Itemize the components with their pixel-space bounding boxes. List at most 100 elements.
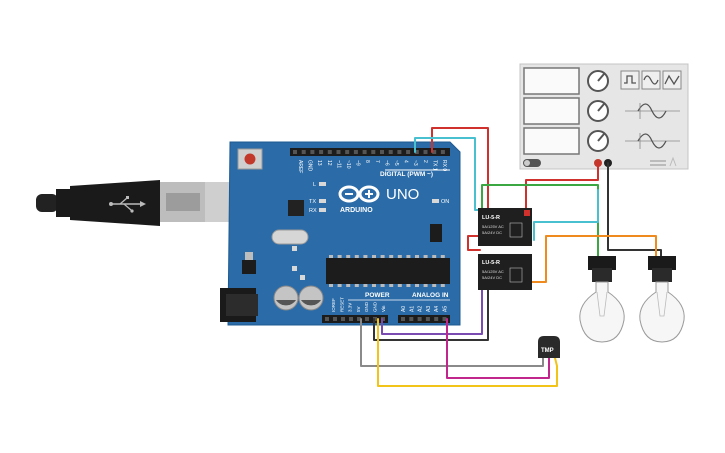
pin-hole[interactable] <box>310 150 315 154</box>
digital-pin-label: ~10 <box>345 160 351 169</box>
pin-hole[interactable] <box>362 150 367 154</box>
digital-pin-label: AREF <box>297 160 303 173</box>
sensor-label: TMP <box>541 348 554 354</box>
triangle-wave-button[interactable] <box>662 70 682 90</box>
wire-cyan-relay[interactable] <box>533 189 599 241</box>
pin-hole[interactable] <box>327 150 332 154</box>
pin-hole[interactable] <box>414 150 419 154</box>
digital-pin-holes <box>293 150 445 154</box>
crystal <box>271 229 309 245</box>
pin-hole[interactable] <box>380 150 384 154</box>
analog-pin-label: A0 <box>401 306 407 312</box>
pin-hole[interactable] <box>293 150 297 154</box>
pin-hole[interactable] <box>417 317 422 321</box>
wire-purple[interactable] <box>381 257 483 335</box>
relay-1-spec1: 5A/125V AC <box>482 224 504 229</box>
display-frequency <box>523 67 580 95</box>
pin-hole[interactable] <box>336 150 341 154</box>
power-switch[interactable] <box>523 159 541 167</box>
pin-hole[interactable] <box>357 317 361 321</box>
light-bulb-2[interactable] <box>639 256 685 343</box>
pin-hole[interactable] <box>434 317 439 321</box>
digital-label: DIGITAL (PWM ~) <box>380 171 433 178</box>
arduino-logo-icon <box>338 185 380 203</box>
pin-hole[interactable] <box>397 150 402 154</box>
pin-hole[interactable] <box>425 317 430 321</box>
pin-hole[interactable] <box>349 317 353 321</box>
pin-hole[interactable] <box>353 150 358 154</box>
pin-hole[interactable] <box>345 150 350 154</box>
power-pin-label: 3.3V <box>348 303 353 312</box>
wire-yellow[interactable] <box>377 318 558 387</box>
wire-gray[interactable] <box>360 318 544 367</box>
relay-1-model: LU-5-R <box>482 215 500 221</box>
relay-2[interactable]: LU-5-R 5A/125V AC 5A/24V DC <box>478 254 532 290</box>
digital-pin-label: GND <box>307 160 313 172</box>
pin-hole[interactable] <box>301 150 306 154</box>
relay-2-spec1: 5A/125V AC <box>482 269 504 274</box>
wire-black-generator[interactable] <box>607 162 662 257</box>
light-bulb-1[interactable] <box>579 256 625 343</box>
frequency-knob[interactable] <box>587 70 609 92</box>
wire-red-generator[interactable] <box>525 162 599 216</box>
pin-hole[interactable] <box>423 150 428 154</box>
wire-magenta[interactable] <box>446 318 550 379</box>
pin-hole[interactable] <box>333 317 337 321</box>
pin-hole[interactable] <box>401 317 405 321</box>
pin-hole[interactable] <box>371 150 376 154</box>
power-pin-label: Vin <box>381 305 386 312</box>
pin-hole[interactable] <box>440 150 445 154</box>
triangle-wave-icon <box>664 74 680 86</box>
pin-hole[interactable] <box>365 317 369 321</box>
offset-knob[interactable] <box>587 130 609 152</box>
analog-pin-label: A4 <box>434 306 440 312</box>
relay-1[interactable]: LU-5-R 5A/125V AC 5A/24V DC <box>478 208 532 246</box>
digital-pin-label: TX 1 <box>431 160 437 171</box>
digital-pin-label: 13 <box>316 160 322 166</box>
capacitor <box>298 285 324 311</box>
relay-2-spec2: 5A/24V DC <box>482 275 502 280</box>
pin-hole[interactable] <box>406 150 411 154</box>
digital-pin-label: ~9 <box>355 160 361 166</box>
pin-hole[interactable] <box>432 150 437 154</box>
digital-pin-label: 8 <box>364 160 370 163</box>
digital-pin-label: ~5 <box>393 160 399 166</box>
icsp-header <box>430 224 442 242</box>
pin-hole[interactable] <box>409 317 414 321</box>
function-generator[interactable] <box>519 63 689 170</box>
digital-header[interactable] <box>290 148 450 156</box>
usb-chip <box>288 200 304 216</box>
l-led-label: L <box>313 182 316 188</box>
wire-orange[interactable] <box>529 235 657 283</box>
amplitude-knob[interactable] <box>587 100 609 122</box>
analog-pin-label: A3 <box>426 306 432 312</box>
analog-header[interactable] <box>398 315 450 323</box>
capacitor <box>273 285 299 311</box>
usb-cable[interactable] <box>36 180 237 226</box>
analog-label: ANALOG IN <box>412 292 449 299</box>
tx-led-label: TX <box>309 199 316 205</box>
digital-pin-label: RX 0 <box>441 160 447 171</box>
pin-hole[interactable] <box>319 150 324 154</box>
wire-cyan-pin4[interactable] <box>414 137 481 211</box>
analog-pin-label: A2 <box>418 306 424 312</box>
power-jack[interactable] <box>220 288 258 322</box>
power-header[interactable] <box>322 315 388 323</box>
power-pin-label: 5V <box>356 306 361 312</box>
pin-hole[interactable] <box>388 150 393 154</box>
sine-wave-button[interactable] <box>641 70 661 90</box>
display-amplitude <box>523 97 580 125</box>
power-pin-label: RESET <box>339 297 344 312</box>
pin-hole[interactable] <box>442 317 447 321</box>
power-label: POWER <box>365 292 390 299</box>
reset-button[interactable] <box>237 148 263 170</box>
pin-hole[interactable] <box>341 317 345 321</box>
atmega-chip <box>326 258 450 284</box>
pin-hole[interactable] <box>325 317 329 321</box>
square-wave-button[interactable] <box>620 70 640 90</box>
temperature-sensor[interactable]: TMP <box>538 336 560 358</box>
